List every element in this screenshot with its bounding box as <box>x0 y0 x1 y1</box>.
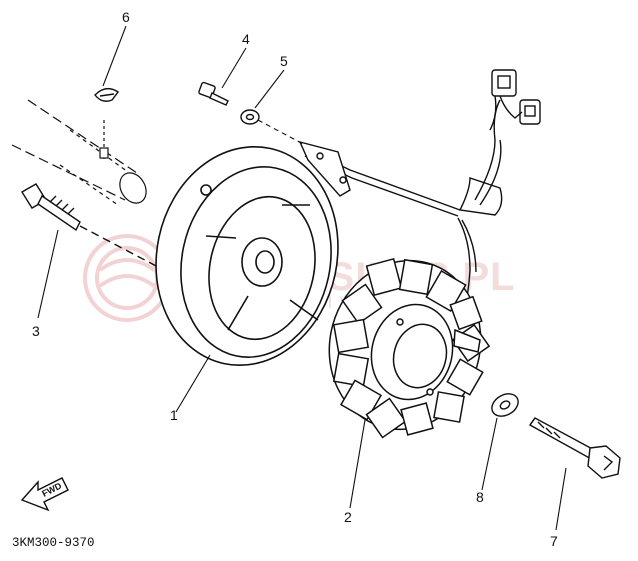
callout-5: 5 <box>280 53 288 69</box>
diagram-code: 3KM300-9370 <box>12 536 95 550</box>
callout-numbers: 6 4 5 3 1 2 8 7 <box>32 9 558 549</box>
callout-8: 8 <box>476 489 484 505</box>
callout-3: 3 <box>32 323 40 339</box>
wiring-harness <box>298 99 503 321</box>
callout-1: 1 <box>170 407 178 423</box>
leader-lines <box>37 25 567 531</box>
callout-7: 7 <box>550 533 558 549</box>
washer-part <box>240 109 260 125</box>
stator-poles <box>332 257 491 439</box>
flywheel-rotor-part <box>155 145 339 367</box>
screw-part <box>198 81 229 106</box>
crankshaft-outline <box>11 99 147 206</box>
woodruff-key-part <box>94 87 120 102</box>
flat-washer-part <box>491 393 519 417</box>
callout-2: 2 <box>344 509 352 525</box>
callout-6: 6 <box>122 9 130 25</box>
fwd-arrow-icon: FWD <box>20 477 69 512</box>
hex-bolt-part <box>528 417 621 479</box>
rotor-bolt-part <box>21 183 161 269</box>
wire-connectors <box>489 69 541 131</box>
stator-coil-part <box>328 257 491 439</box>
callout-4: 4 <box>242 31 250 47</box>
